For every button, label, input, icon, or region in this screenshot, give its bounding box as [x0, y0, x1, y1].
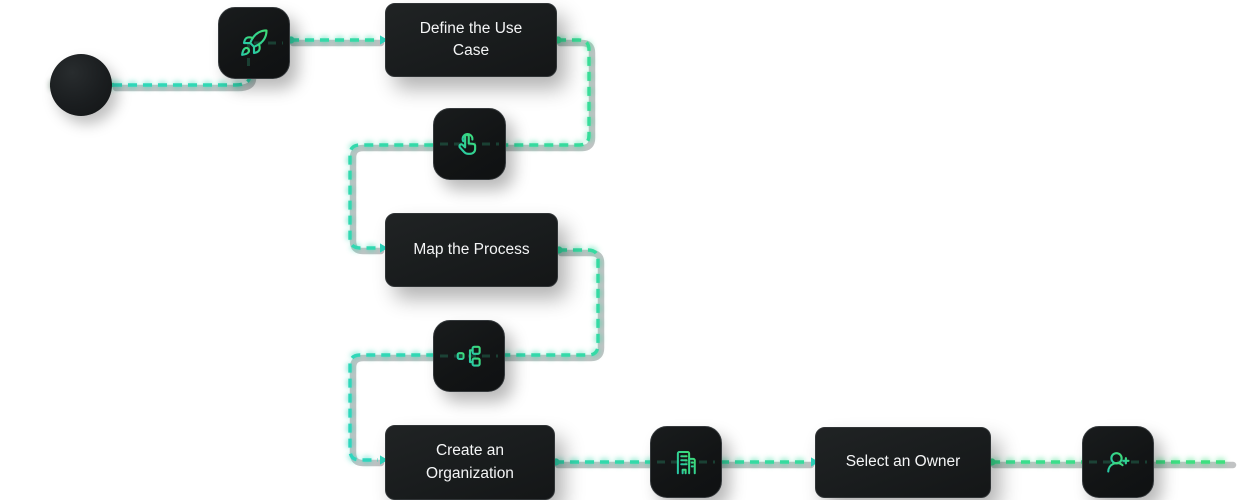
org-chart-icon: [456, 345, 481, 367]
node-hierarchy[interactable]: [433, 320, 505, 392]
step-map-process[interactable]: Map the Process: [385, 213, 558, 287]
step-label: Create an Organization: [426, 442, 514, 482]
tap-gesture-icon: [457, 133, 476, 155]
user-plus-icon: [1107, 452, 1130, 473]
step-define-use-case[interactable]: Define the Use Case: [385, 3, 557, 77]
start-node[interactable]: [50, 54, 112, 116]
node-launch[interactable]: [218, 7, 290, 79]
connector-arrowhead: [380, 243, 388, 253]
node-add-user[interactable]: [1082, 426, 1154, 498]
connector-launch-to-define: [287, 35, 388, 47]
step-select-owner[interactable]: Select an Owner: [815, 427, 991, 498]
building-icon: [674, 451, 698, 475]
connector-arrowhead: [380, 35, 388, 45]
step-label: Define the Use Case: [419, 19, 523, 59]
rocket-icon: [241, 29, 268, 56]
node-tap[interactable]: [433, 108, 506, 180]
step-label: Select an Owner: [845, 453, 961, 471]
step-label: Map the Process: [413, 240, 530, 258]
step-create-organization[interactable]: Create an Organization: [385, 425, 555, 500]
node-building[interactable]: [650, 426, 722, 498]
connector-arrowhead: [380, 455, 388, 465]
